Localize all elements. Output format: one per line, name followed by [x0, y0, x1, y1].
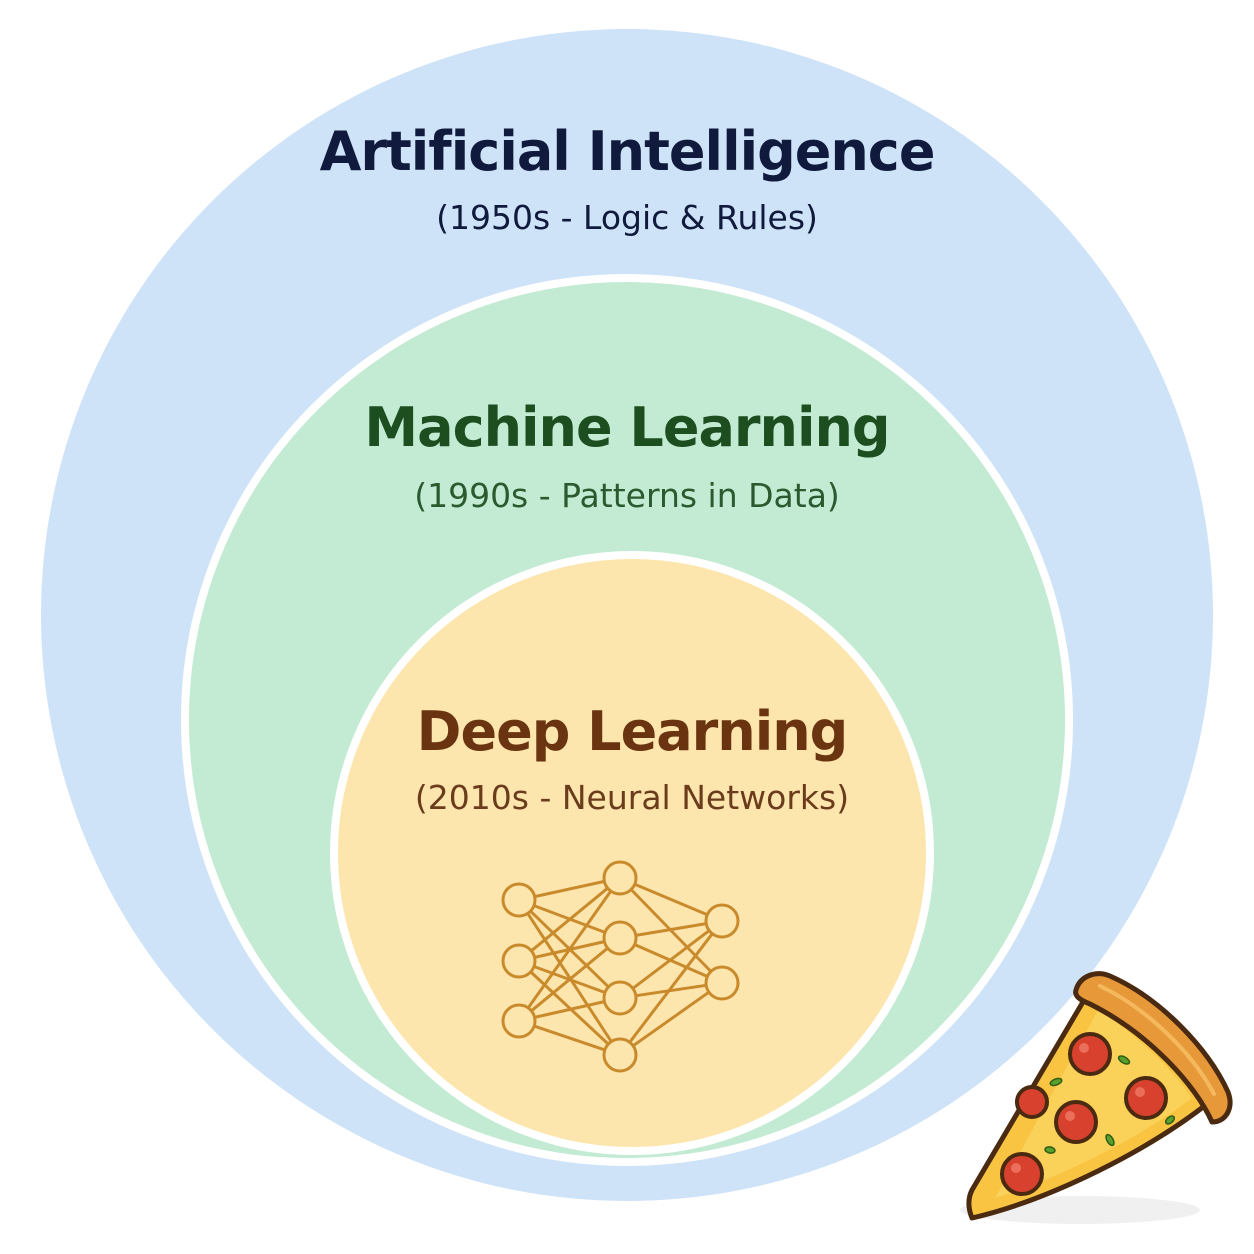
- network-node: [501, 882, 537, 918]
- network-edge: [633, 882, 709, 917]
- network-node: [602, 860, 638, 896]
- network-node: [602, 980, 638, 1016]
- network-edge: [631, 990, 711, 1048]
- network-node: [602, 920, 638, 956]
- network-node: [501, 943, 537, 979]
- network-node: [602, 1037, 638, 1073]
- dl-subtitle: (2010s - Neural Networks): [414, 778, 850, 817]
- network-edge: [533, 879, 606, 899]
- ai-title: Artificial Intelligence: [319, 120, 936, 183]
- network-edge: [529, 946, 610, 1013]
- network-node: [501, 1003, 537, 1039]
- network-edge: [526, 889, 613, 1010]
- network-node: [704, 903, 740, 939]
- pizza-slice-icon: [960, 971, 1233, 1224]
- dl-title: Deep Learning: [416, 700, 849, 763]
- ml-title: Machine Learning: [364, 396, 890, 459]
- dl-circle: [330, 551, 934, 1155]
- network-edge: [526, 911, 613, 1044]
- network-edge: [631, 929, 711, 990]
- network-edge: [532, 1024, 607, 1052]
- network-nodes: [501, 860, 740, 1073]
- network-node: [704, 965, 740, 1001]
- network-edge: [634, 922, 708, 937]
- network-edge: [628, 932, 714, 1044]
- network-edge: [533, 1000, 606, 1019]
- neural-network-icon: [501, 860, 740, 1073]
- network-edge: [529, 886, 610, 953]
- ai-subtitle: (1950s - Logic & Rules): [436, 198, 818, 237]
- network-edges: [526, 879, 714, 1052]
- ml-subtitle: (1990s - Patterns in Data): [414, 476, 840, 515]
- network-edge: [634, 983, 708, 998]
